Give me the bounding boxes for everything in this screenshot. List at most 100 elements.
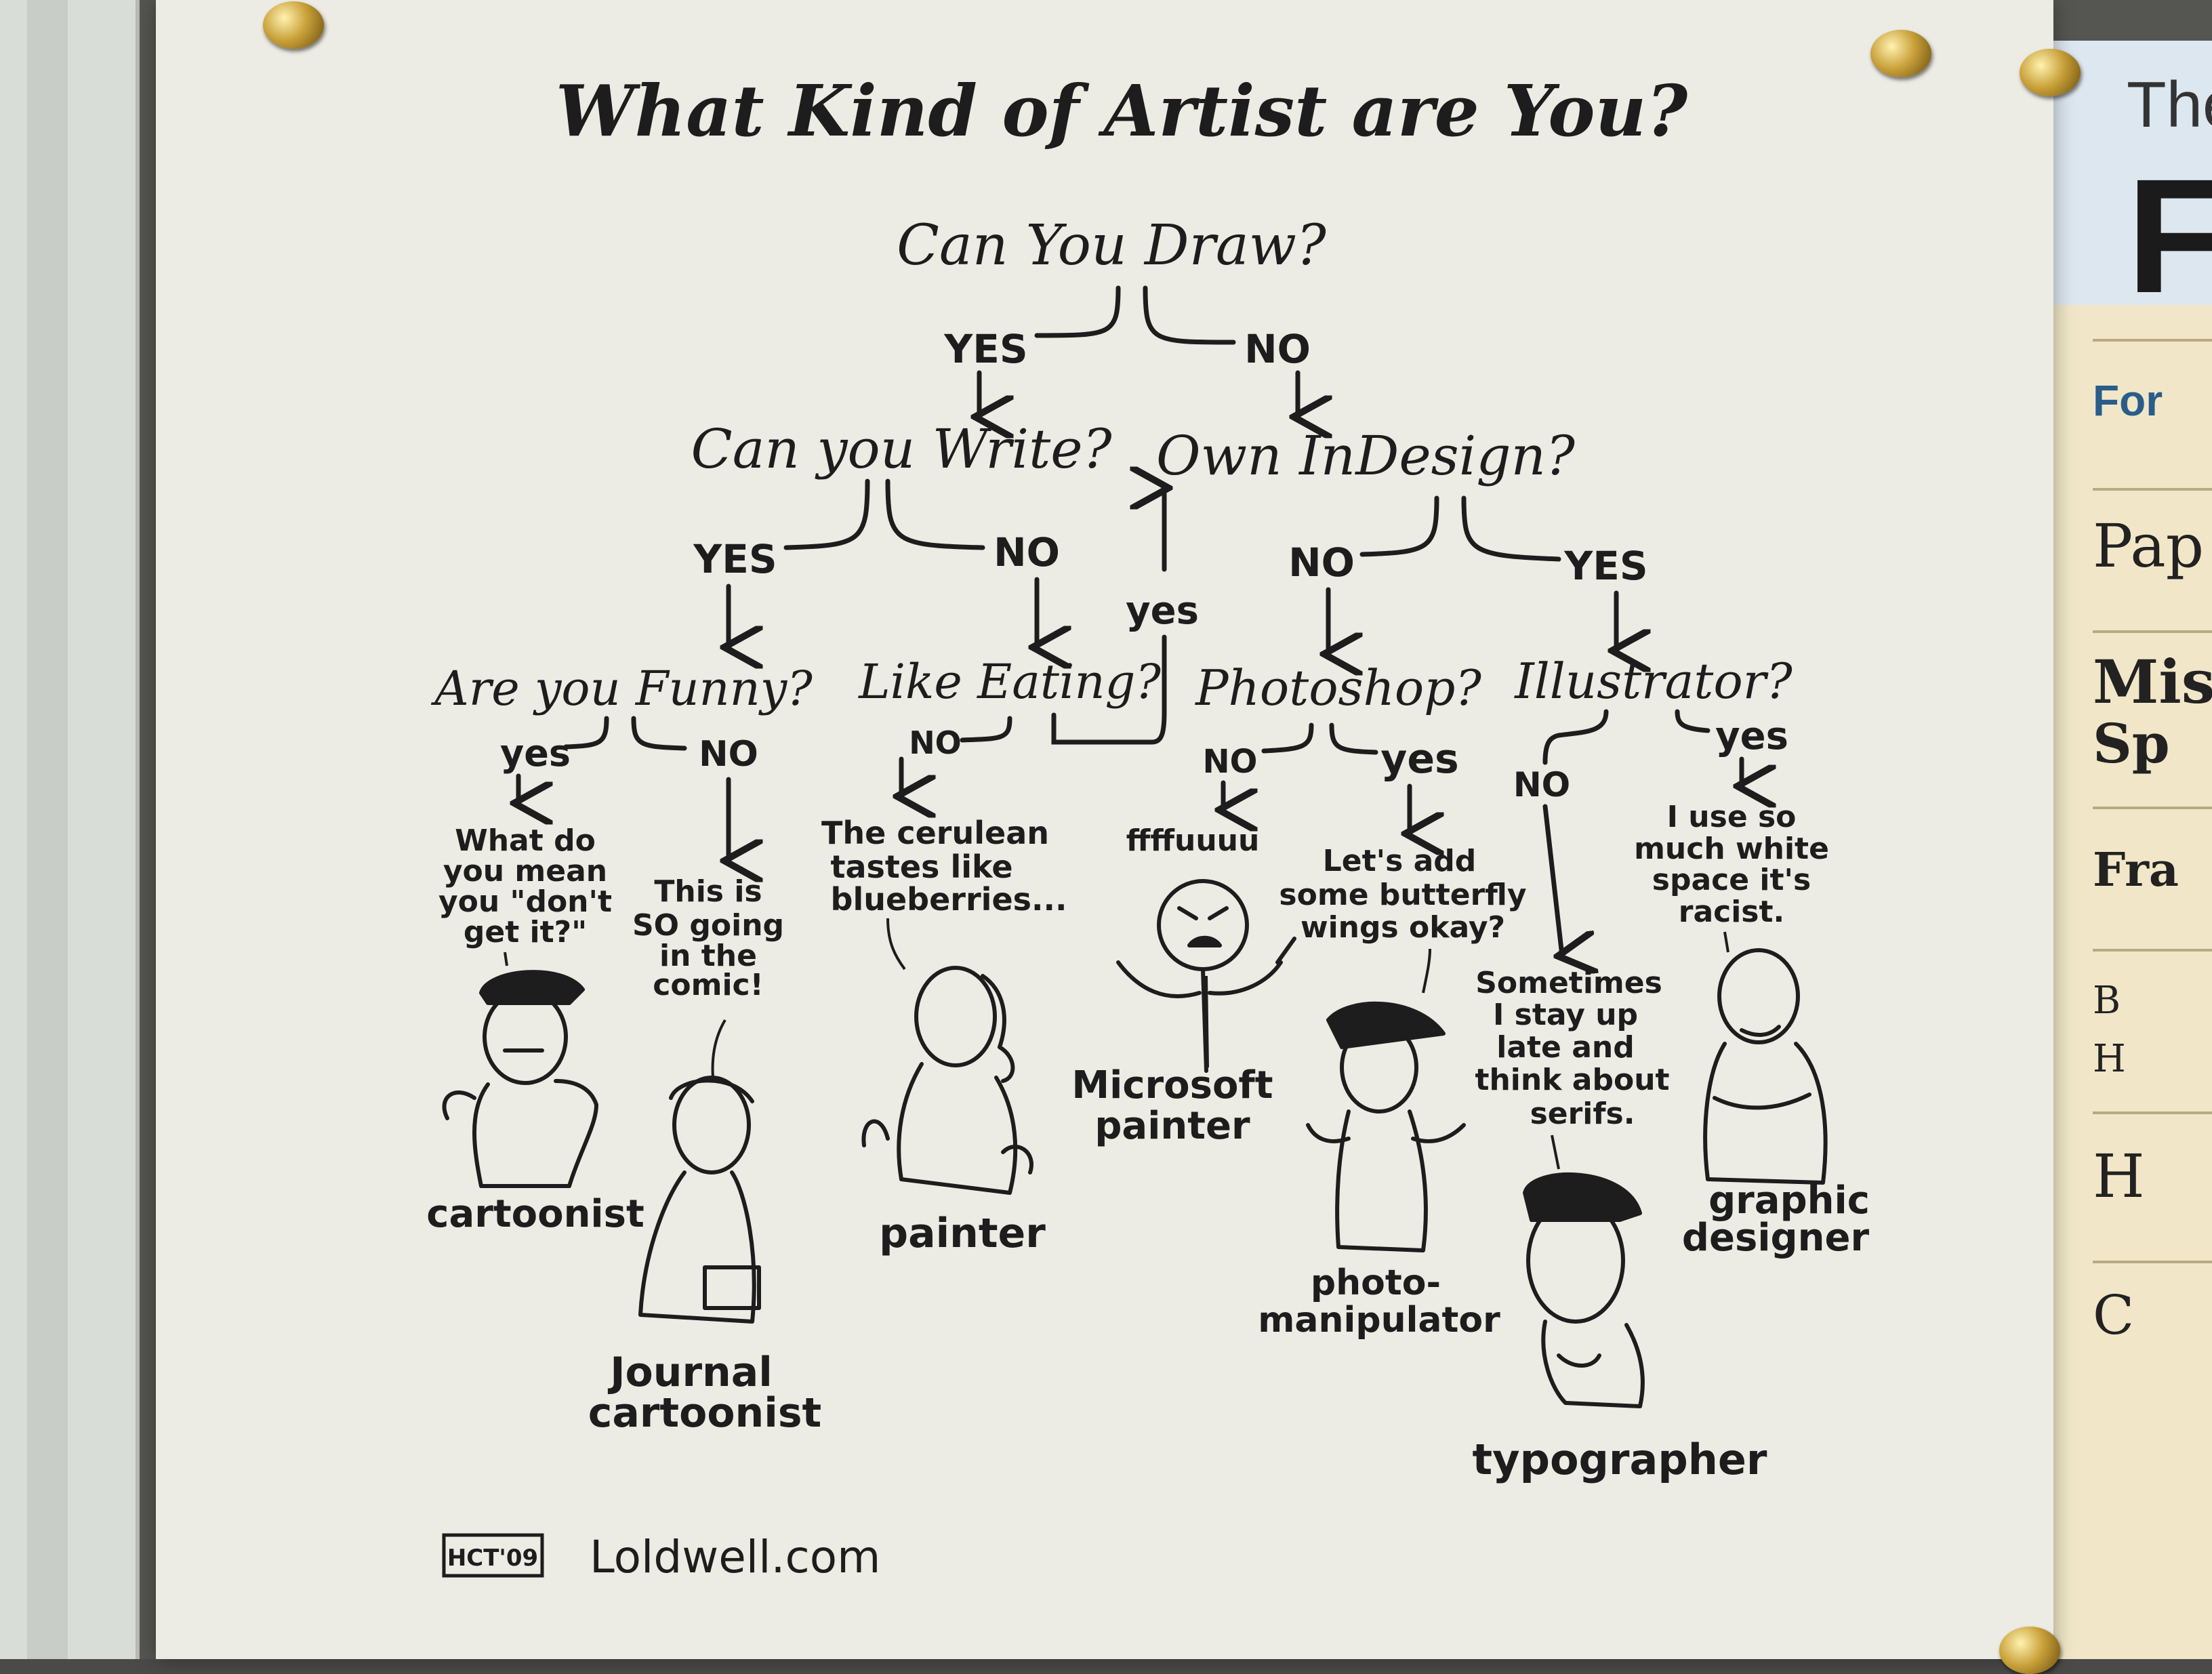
cartoonist-character xyxy=(442,970,598,1188)
quote-line: Let's add xyxy=(1323,844,1477,878)
left-paper-fold xyxy=(27,0,68,1659)
quote-line: This is xyxy=(654,874,762,909)
result-line: manipulator xyxy=(1258,1300,1500,1341)
result-line: painter xyxy=(1094,1104,1250,1148)
quote-line: think about xyxy=(1475,1063,1669,1097)
branch-draw-no: NO xyxy=(1244,326,1311,372)
connector-illustrator-no xyxy=(1542,709,1609,765)
quote-line: wings okay? xyxy=(1300,910,1505,945)
side-poster-title-small: The xyxy=(2127,68,2212,141)
connector-write-yes xyxy=(783,478,870,550)
signature-text: HCT'09 xyxy=(447,1545,538,1572)
branch-draw-yes: YES xyxy=(943,326,1027,372)
branch-eating-yes: yes xyxy=(1126,589,1199,633)
connector-indesign-yes xyxy=(1461,495,1561,562)
thumbtack-top-right xyxy=(1870,30,1931,77)
result-microsoft-painter: Microsoft painter xyxy=(1071,1063,1273,1148)
quote-graphic-designer: I use so much white space it's racist. xyxy=(1634,800,1829,929)
branch-write-yes: YES xyxy=(693,536,777,582)
quote-cartoonist: What do you mean you "don't get it?" xyxy=(438,823,612,950)
quote-line: The cerulean xyxy=(821,815,1049,851)
quote-photo-manipulator: Let's add some butterfly wings okay? xyxy=(1279,844,1526,945)
side-poster-row: Fra xyxy=(2093,807,2212,979)
branch-indesign-no: NO xyxy=(1288,539,1355,586)
branch-illustrator-yes: yes xyxy=(1715,714,1788,758)
result-line: Microsoft xyxy=(1071,1063,1273,1107)
quote-line: late and xyxy=(1496,1030,1634,1065)
microsoft-painter-stick-figure xyxy=(1116,879,1296,1073)
question-are-you-funny: Are you Funny? xyxy=(430,661,813,716)
question-photoshop: Photoshop? xyxy=(1194,659,1481,716)
quote-line: tastes like xyxy=(830,849,1012,885)
quote-line: racist. xyxy=(1679,895,1785,929)
result-line: cartoonist xyxy=(588,1389,821,1437)
question-can-you-draw: Can You Draw? xyxy=(897,213,1327,278)
speech-tails xyxy=(504,918,1729,1170)
quote-journal-cartoonist: This is SO going in the comic! xyxy=(632,874,784,1002)
branch-indesign-yes: YES xyxy=(1563,543,1647,589)
quote-ms-painter: ffffuuuu xyxy=(1126,823,1260,858)
thumbtack-top-left xyxy=(263,1,324,49)
branch-funny-no: NO xyxy=(699,734,758,775)
quote-line: blueberries... xyxy=(831,881,1067,918)
result-photo-manipulator: photo- manipulator xyxy=(1258,1263,1500,1341)
connector-indesign-no xyxy=(1359,495,1439,557)
quote-line: What do xyxy=(455,823,596,858)
connector-illustrator-yes xyxy=(1675,709,1711,733)
quote-line: in the xyxy=(659,939,757,973)
quote-line: Sometimes xyxy=(1475,966,1662,1000)
connector-funny-no xyxy=(631,716,687,751)
result-line: photo- xyxy=(1311,1263,1441,1303)
flowchart-poster xyxy=(156,0,2053,1659)
artist-signature: HCT'09 xyxy=(442,1533,544,1578)
connector-eating-no xyxy=(960,716,1012,743)
quote-line: space it's xyxy=(1652,863,1811,897)
result-cartoonist: cartoonist xyxy=(426,1192,644,1236)
side-poster-row: Sp xyxy=(2093,712,2170,775)
arrow-to-typographer-quote xyxy=(1542,804,1562,956)
branch-photoshop-yes: yes xyxy=(1380,735,1459,783)
side-poster-row: For xyxy=(2093,339,2212,511)
connector-draw-no xyxy=(1143,285,1236,345)
quote-line: some butterfly xyxy=(1279,878,1526,912)
branch-funny-yes: yes xyxy=(500,732,571,775)
quote-line: serifs. xyxy=(1530,1097,1635,1131)
quote-line: SO going xyxy=(632,908,784,943)
connector-photoshop-no xyxy=(1261,722,1314,754)
connector-eating-yes-bottom xyxy=(1051,634,1167,745)
branch-photoshop-no: NO xyxy=(1203,743,1258,781)
connector-photoshop-yes xyxy=(1329,722,1378,755)
quote-line: get it?" xyxy=(464,915,587,950)
question-own-indesign: Own InDesign? xyxy=(1156,424,1576,487)
quote-typographer: Sometimes I stay up late and think about… xyxy=(1475,966,1669,1131)
result-typographer: typographer xyxy=(1473,1435,1767,1484)
result-painter: painter xyxy=(879,1210,1046,1257)
question-can-you-write: Can you Write? xyxy=(691,417,1112,481)
side-poster-row: C xyxy=(2093,1261,2212,1419)
result-line: Journal xyxy=(607,1349,773,1396)
connector-draw-yes xyxy=(1034,285,1121,338)
quote-line: much white xyxy=(1634,832,1829,866)
branch-eating-no: NO xyxy=(909,724,962,761)
journal-cartoonist-character xyxy=(638,1076,761,1324)
side-poster-row: H xyxy=(2093,1111,2212,1277)
thumbtack-side-poster xyxy=(2020,49,2081,96)
left-paper-edge xyxy=(0,0,140,1659)
quote-painter: The cerulean tastes like blueberries... xyxy=(821,815,1067,918)
result-line: graphic xyxy=(1708,1179,1870,1223)
connector-funny-yes xyxy=(563,716,609,750)
connector-write-no xyxy=(885,478,985,550)
result-graphic-designer: graphic designer xyxy=(1682,1179,1870,1260)
quote-line: I use so xyxy=(1667,800,1797,834)
quote-line: comic! xyxy=(653,968,763,1002)
quote-line: I stay up xyxy=(1493,998,1638,1032)
side-poster-title-big: F xyxy=(2127,145,2212,327)
photo-manipulator-character xyxy=(1306,1001,1466,1252)
question-illustrator: Illustrator? xyxy=(1513,653,1793,710)
side-poster-row: B xyxy=(2093,949,2212,1067)
footer-website: Loldwell.com xyxy=(590,1531,880,1583)
flow-connectors xyxy=(518,285,1742,956)
result-line: designer xyxy=(1682,1216,1870,1260)
question-like-eating: Like Eating? xyxy=(857,654,1161,710)
